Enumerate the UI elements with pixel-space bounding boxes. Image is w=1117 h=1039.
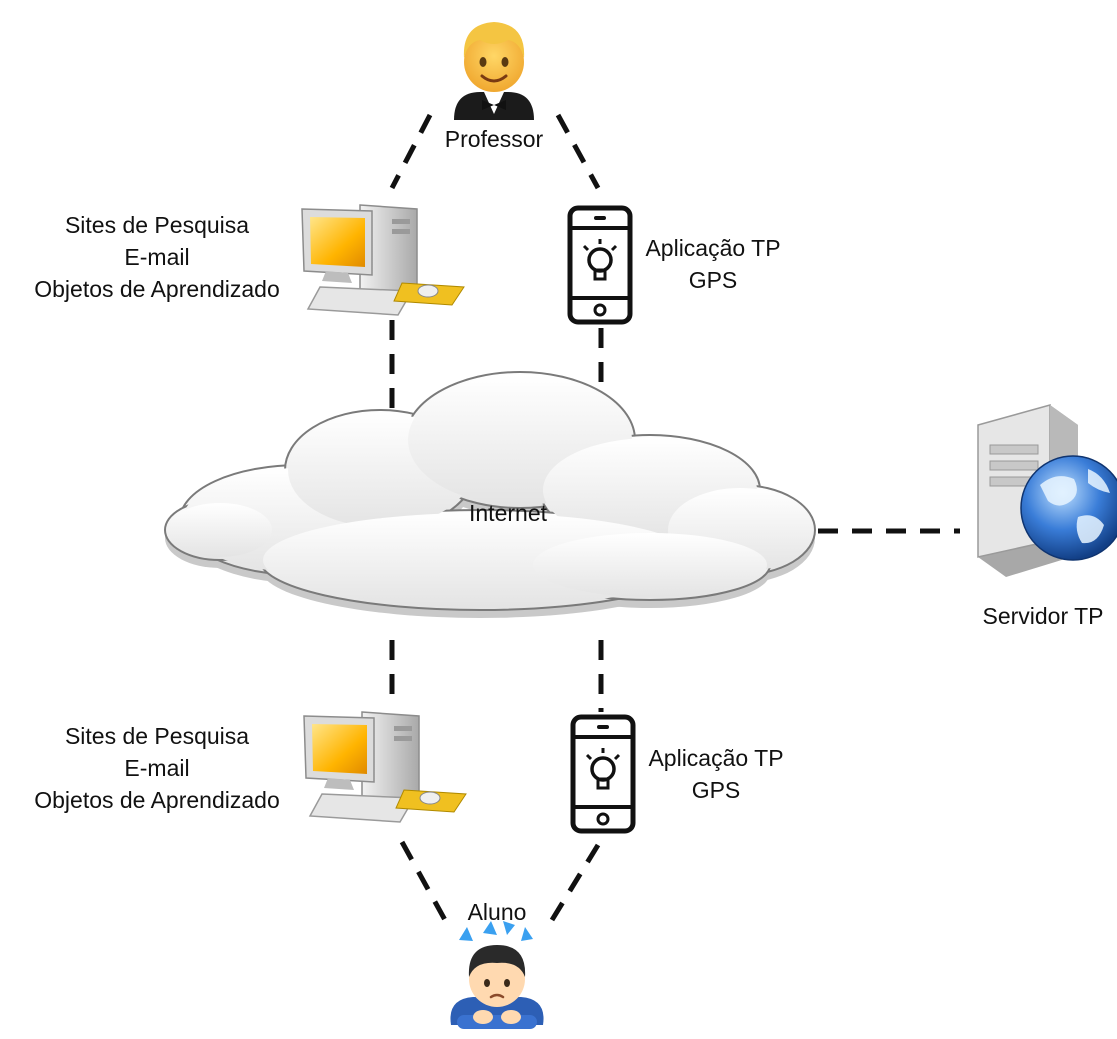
internet-label: Internet bbox=[469, 500, 548, 526]
desktop-computer-icon bbox=[301, 204, 465, 316]
teacher-emoji-icon bbox=[454, 22, 534, 120]
link-professor-desktop bbox=[389, 113, 433, 190]
professor-desktop-description: Sites de Pesquisa E-mail Objetos de Apre… bbox=[34, 212, 280, 302]
desktop-line-email: E-mail bbox=[124, 244, 189, 270]
professor-label: Professor bbox=[445, 126, 544, 152]
mobile-line-gps: GPS bbox=[692, 777, 741, 803]
desktop-line-objetos: Objetos de Aprendizado bbox=[34, 276, 280, 302]
link-professor-mobile bbox=[555, 113, 601, 190]
student-emoji-icon bbox=[450, 921, 544, 1029]
cloud-icon bbox=[164, 371, 816, 618]
smartphone-lightbulb-icon bbox=[567, 205, 633, 325]
link-desktop-aluno bbox=[399, 840, 448, 922]
servidor-label: Servidor TP bbox=[982, 603, 1103, 629]
link-mobile-aluno bbox=[549, 843, 601, 922]
mobile-line-aplicacao: Aplicação TP bbox=[648, 745, 783, 771]
server-globe-icon bbox=[977, 404, 1117, 577]
desktop-line-sites: Sites de Pesquisa bbox=[65, 212, 249, 238]
desktop-line-email: E-mail bbox=[124, 755, 189, 781]
aluno-mobile-description: Aplicação TP GPS bbox=[648, 745, 783, 803]
aluno-desktop-description: Sites de Pesquisa E-mail Objetos de Apre… bbox=[34, 723, 280, 813]
desktop-computer-icon bbox=[303, 711, 467, 823]
desktop-line-sites: Sites de Pesquisa bbox=[65, 723, 249, 749]
smartphone-lightbulb-icon bbox=[570, 714, 636, 834]
mobile-line-gps: GPS bbox=[689, 267, 738, 293]
aluno-label: Aluno bbox=[468, 899, 527, 925]
mobile-line-aplicacao: Aplicação TP bbox=[645, 235, 780, 261]
professor-mobile-description: Aplicação TP GPS bbox=[645, 235, 780, 293]
desktop-line-objetos: Objetos de Aprendizado bbox=[34, 787, 280, 813]
connection-lines bbox=[389, 113, 960, 922]
